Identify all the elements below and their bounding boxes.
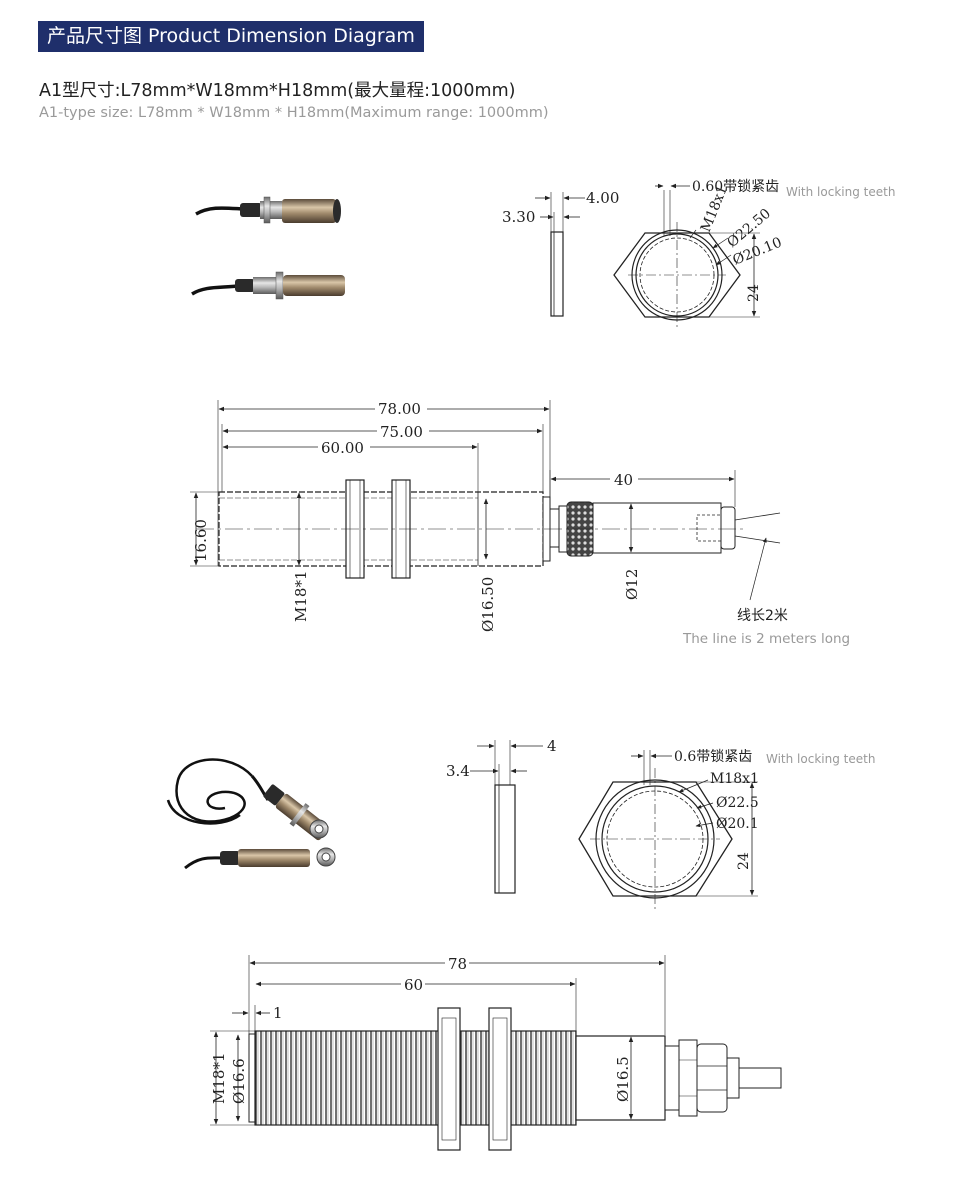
nut2-outer-dia: Ø22.5 bbox=[716, 795, 759, 811]
nut2-thickness-outer: 4 bbox=[547, 737, 557, 755]
nut2-teeth-en: With locking teeth bbox=[766, 752, 875, 766]
page-title: 产品尺寸图 Product Dimension Diagram bbox=[38, 21, 424, 52]
nut-2-side-view: 4 3.4 bbox=[446, 737, 557, 894]
sensor-body-1-drawing: 78.00 75.00 60.00 40 bbox=[190, 400, 850, 647]
body1-length-total: 78.00 bbox=[378, 400, 421, 418]
body1-length-thread: 60.00 bbox=[321, 439, 364, 457]
body1-thread-spec: M18*1 bbox=[292, 571, 310, 623]
body2-tip-length: 1 bbox=[273, 1004, 283, 1022]
body1-dia-cable: Ø12 bbox=[623, 569, 641, 600]
body1-cable-length: 40 bbox=[614, 471, 633, 489]
body2-length-total: 78 bbox=[448, 955, 467, 973]
body2-dia-body: Ø16.5 bbox=[614, 1056, 632, 1102]
body1-length-b: 75.00 bbox=[380, 423, 423, 441]
nut2-thread-spec: M18x1 bbox=[710, 771, 759, 787]
sensor-body-2-drawing: 78 60 1 M18*1 Ø16.6 bbox=[210, 955, 782, 1151]
nut2-width: 24 bbox=[736, 852, 752, 870]
nut1-teeth-en: With locking teeth bbox=[786, 185, 895, 199]
body1-dia-left: 16.60 bbox=[192, 519, 210, 562]
nut2-inner-dia: Ø20.1 bbox=[716, 816, 759, 832]
nut-1-side-view: 4.00 3.30 bbox=[502, 189, 619, 317]
size-spec-en: A1-type size: L78mm * W18mm * H18mm(Maxi… bbox=[39, 105, 549, 121]
product-photo-2 bbox=[191, 271, 345, 300]
nut-2-front-view: 0.6带锁紧齿 With locking teeth M18x1 Ø22.5 Ø… bbox=[578, 749, 875, 910]
body2-thread-spec: M18*1 bbox=[210, 1053, 228, 1105]
body1-dia-body: Ø16.50 bbox=[479, 577, 497, 632]
wire-length-en: The line is 2 meters long bbox=[682, 631, 850, 647]
wire-length-cn: 线长2米 bbox=[737, 608, 788, 624]
size-spec-cn: A1型尺寸:L78mm*W18mm*H18mm(最大量程:1000mm) bbox=[39, 81, 516, 101]
nut1-thickness-outer: 4.00 bbox=[586, 189, 619, 207]
nut-1-front-view: 0.60带锁紧齿 With locking teeth M18x1 Ø22.50… bbox=[613, 179, 895, 328]
product-photo-3 bbox=[166, 758, 336, 870]
nut1-teeth-cn: 0.60带锁紧齿 bbox=[692, 179, 779, 195]
nut1-thickness-inner: 3.30 bbox=[502, 208, 535, 226]
body2-length-thread: 60 bbox=[404, 976, 423, 994]
nut2-teeth-cn: 0.6带锁紧齿 bbox=[674, 749, 752, 765]
body2-dia-left: Ø16.6 bbox=[230, 1058, 248, 1104]
product-photo-1 bbox=[195, 196, 341, 224]
nut1-width: 24 bbox=[746, 284, 762, 302]
nut2-thickness-inner: 3.4 bbox=[446, 762, 470, 780]
